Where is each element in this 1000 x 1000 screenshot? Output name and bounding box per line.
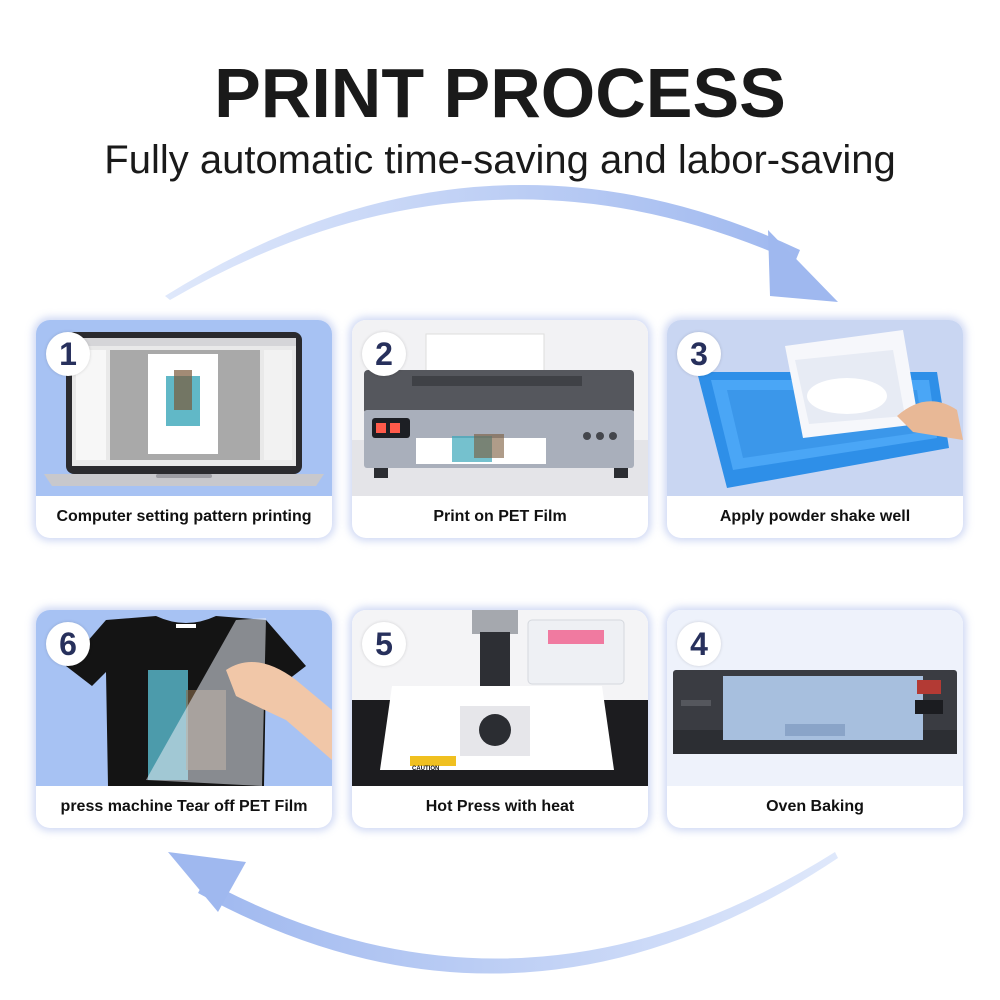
step-card-3: 3 Apply powder shake well <box>667 320 963 538</box>
step-caption: Computer setting pattern printing <box>56 508 312 525</box>
step-number-badge: 2 <box>362 332 406 376</box>
step-caption: Oven Baking <box>766 798 864 815</box>
caution-label: CAUTION <box>412 766 440 772</box>
step-card-2: 2 Print on PET Film <box>352 320 648 538</box>
step-caption: Apply powder shake well <box>719 508 911 525</box>
page-title: PRINT PROCESS <box>214 54 786 132</box>
step-card-4: 4 Oven Baking <box>667 610 963 828</box>
step-caption: Print on PET Film <box>433 508 567 525</box>
step-image-laptop: 1 <box>36 320 332 496</box>
step-number-badge: 6 <box>46 622 90 666</box>
page-subtitle: Fully automatic time-saving and labor-sa… <box>104 138 896 182</box>
step-number-badge: 4 <box>677 622 721 666</box>
step-image-printer: 2 <box>352 320 648 496</box>
bottom-arrow-body <box>198 852 838 974</box>
top-arrow-body <box>165 184 800 300</box>
step-image-tshirt: 6 <box>36 610 332 786</box>
step-card-5: CAUTION 5 Hot Press with heat <box>352 610 648 828</box>
step-card-1: 1 Computer setting pattern printing <box>36 320 332 538</box>
step-caption: Hot Press with heat <box>425 798 575 815</box>
step-image-powder-tray: 3 <box>667 320 963 496</box>
step-image-oven: 4 <box>667 610 963 786</box>
step-image-heat-press: CAUTION 5 <box>352 610 648 786</box>
bottom-arrow-head <box>168 852 246 912</box>
step-caption: press machine Tear off PET Film <box>60 798 308 815</box>
step-number-badge: 3 <box>677 332 721 376</box>
step-number-badge: 5 <box>362 622 406 666</box>
step-card-6: 6 press machine Tear off PET Film <box>36 610 332 828</box>
top-arrow-head <box>768 230 838 302</box>
step-number-badge: 1 <box>46 332 90 376</box>
